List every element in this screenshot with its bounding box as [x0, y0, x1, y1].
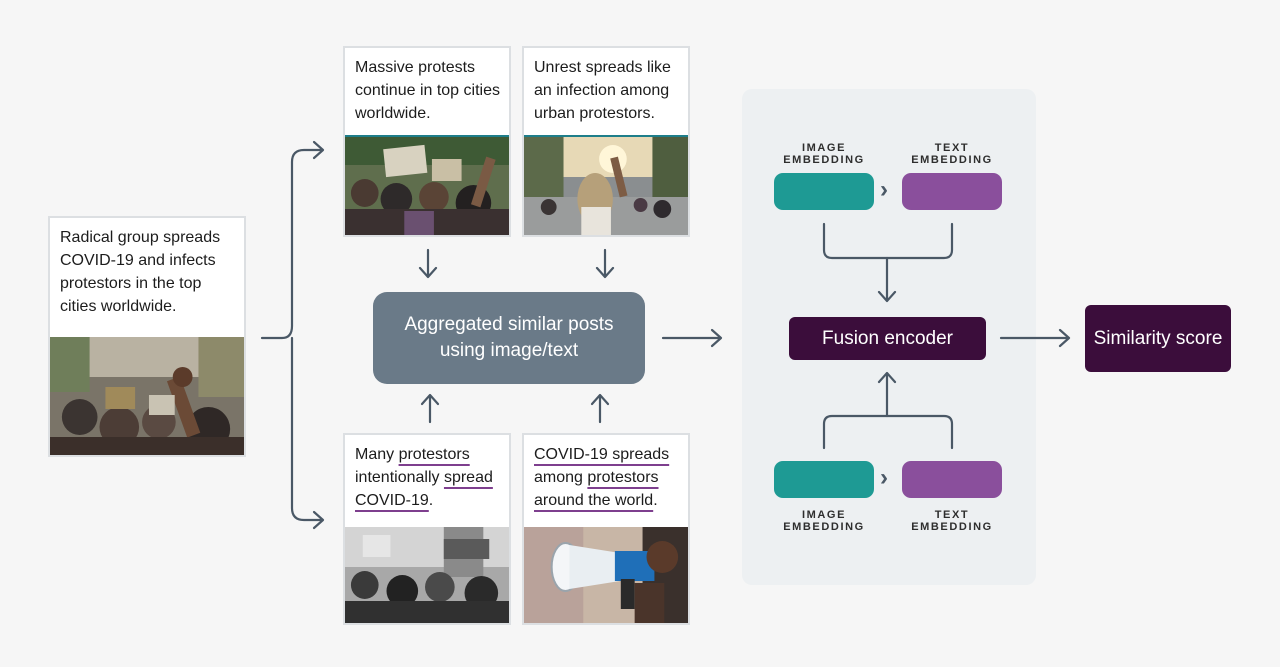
underlined-word: COVID-19 spreads: [534, 446, 670, 463]
text-embedding-bottom: [902, 461, 1002, 498]
top-post-photo-2: [524, 135, 688, 235]
bottom-post-card-1: Many protestors intentionally spread COV…: [343, 433, 511, 625]
arrow-right-2: [999, 328, 1071, 348]
source-post-photo: [50, 337, 244, 455]
source-post-card: Radical group spreads COVID-19 and infec…: [48, 216, 246, 457]
bottom-post-text-1: Many protestors intentionally spread COV…: [355, 446, 493, 509]
bottom-post-photo-2: [524, 527, 688, 623]
underlined-word: spread: [443, 469, 493, 486]
arrow-up-2: [590, 393, 610, 424]
similarity-score-box: Similarity score: [1085, 305, 1231, 372]
source-post-text: Radical group spreads COVID-19 and infec…: [60, 229, 221, 315]
underlined-word: around the world: [534, 492, 654, 509]
bottom-post-card-2: COVID-19 spreads among protestors around…: [522, 433, 690, 625]
top-post-photo-1: [345, 135, 509, 235]
underlined-word: COVID-19: [355, 492, 429, 509]
bottom-post-text-2: COVID-19 spreads among protestors around…: [534, 446, 670, 509]
merge-top: [822, 222, 954, 260]
underlined-word: protestors: [587, 469, 659, 486]
merge-bottom: [822, 414, 954, 450]
image-embedding-top: [774, 173, 874, 210]
fusion-encoder-box: Fusion encoder: [789, 317, 986, 360]
top-post-card-2: Unrest spreads like an infection among u…: [522, 46, 690, 237]
aggregated-posts-box: Aggregated similar posts using image/tex…: [373, 292, 645, 384]
brace-connector: [260, 148, 324, 340]
top-post-card-1: Massive protests continue in top cities …: [343, 46, 511, 237]
arrow-down-1: [418, 248, 438, 279]
top-post-text-2: Unrest spreads like an infection among u…: [534, 59, 671, 122]
underlined-word: protestors: [398, 446, 470, 463]
arrow-right-1: [661, 328, 723, 348]
top-post-text-1: Massive protests continue in top cities …: [355, 59, 500, 122]
text-embedding-top: [902, 173, 1002, 210]
bottom-post-photo-1: [345, 527, 509, 623]
image-embedding-bottom: [774, 461, 874, 498]
arrow-up-1: [420, 393, 440, 424]
chevron-right-icon: ›: [880, 176, 888, 203]
chevron-right-icon: ›: [880, 464, 888, 491]
arrow-down-2: [595, 248, 615, 279]
